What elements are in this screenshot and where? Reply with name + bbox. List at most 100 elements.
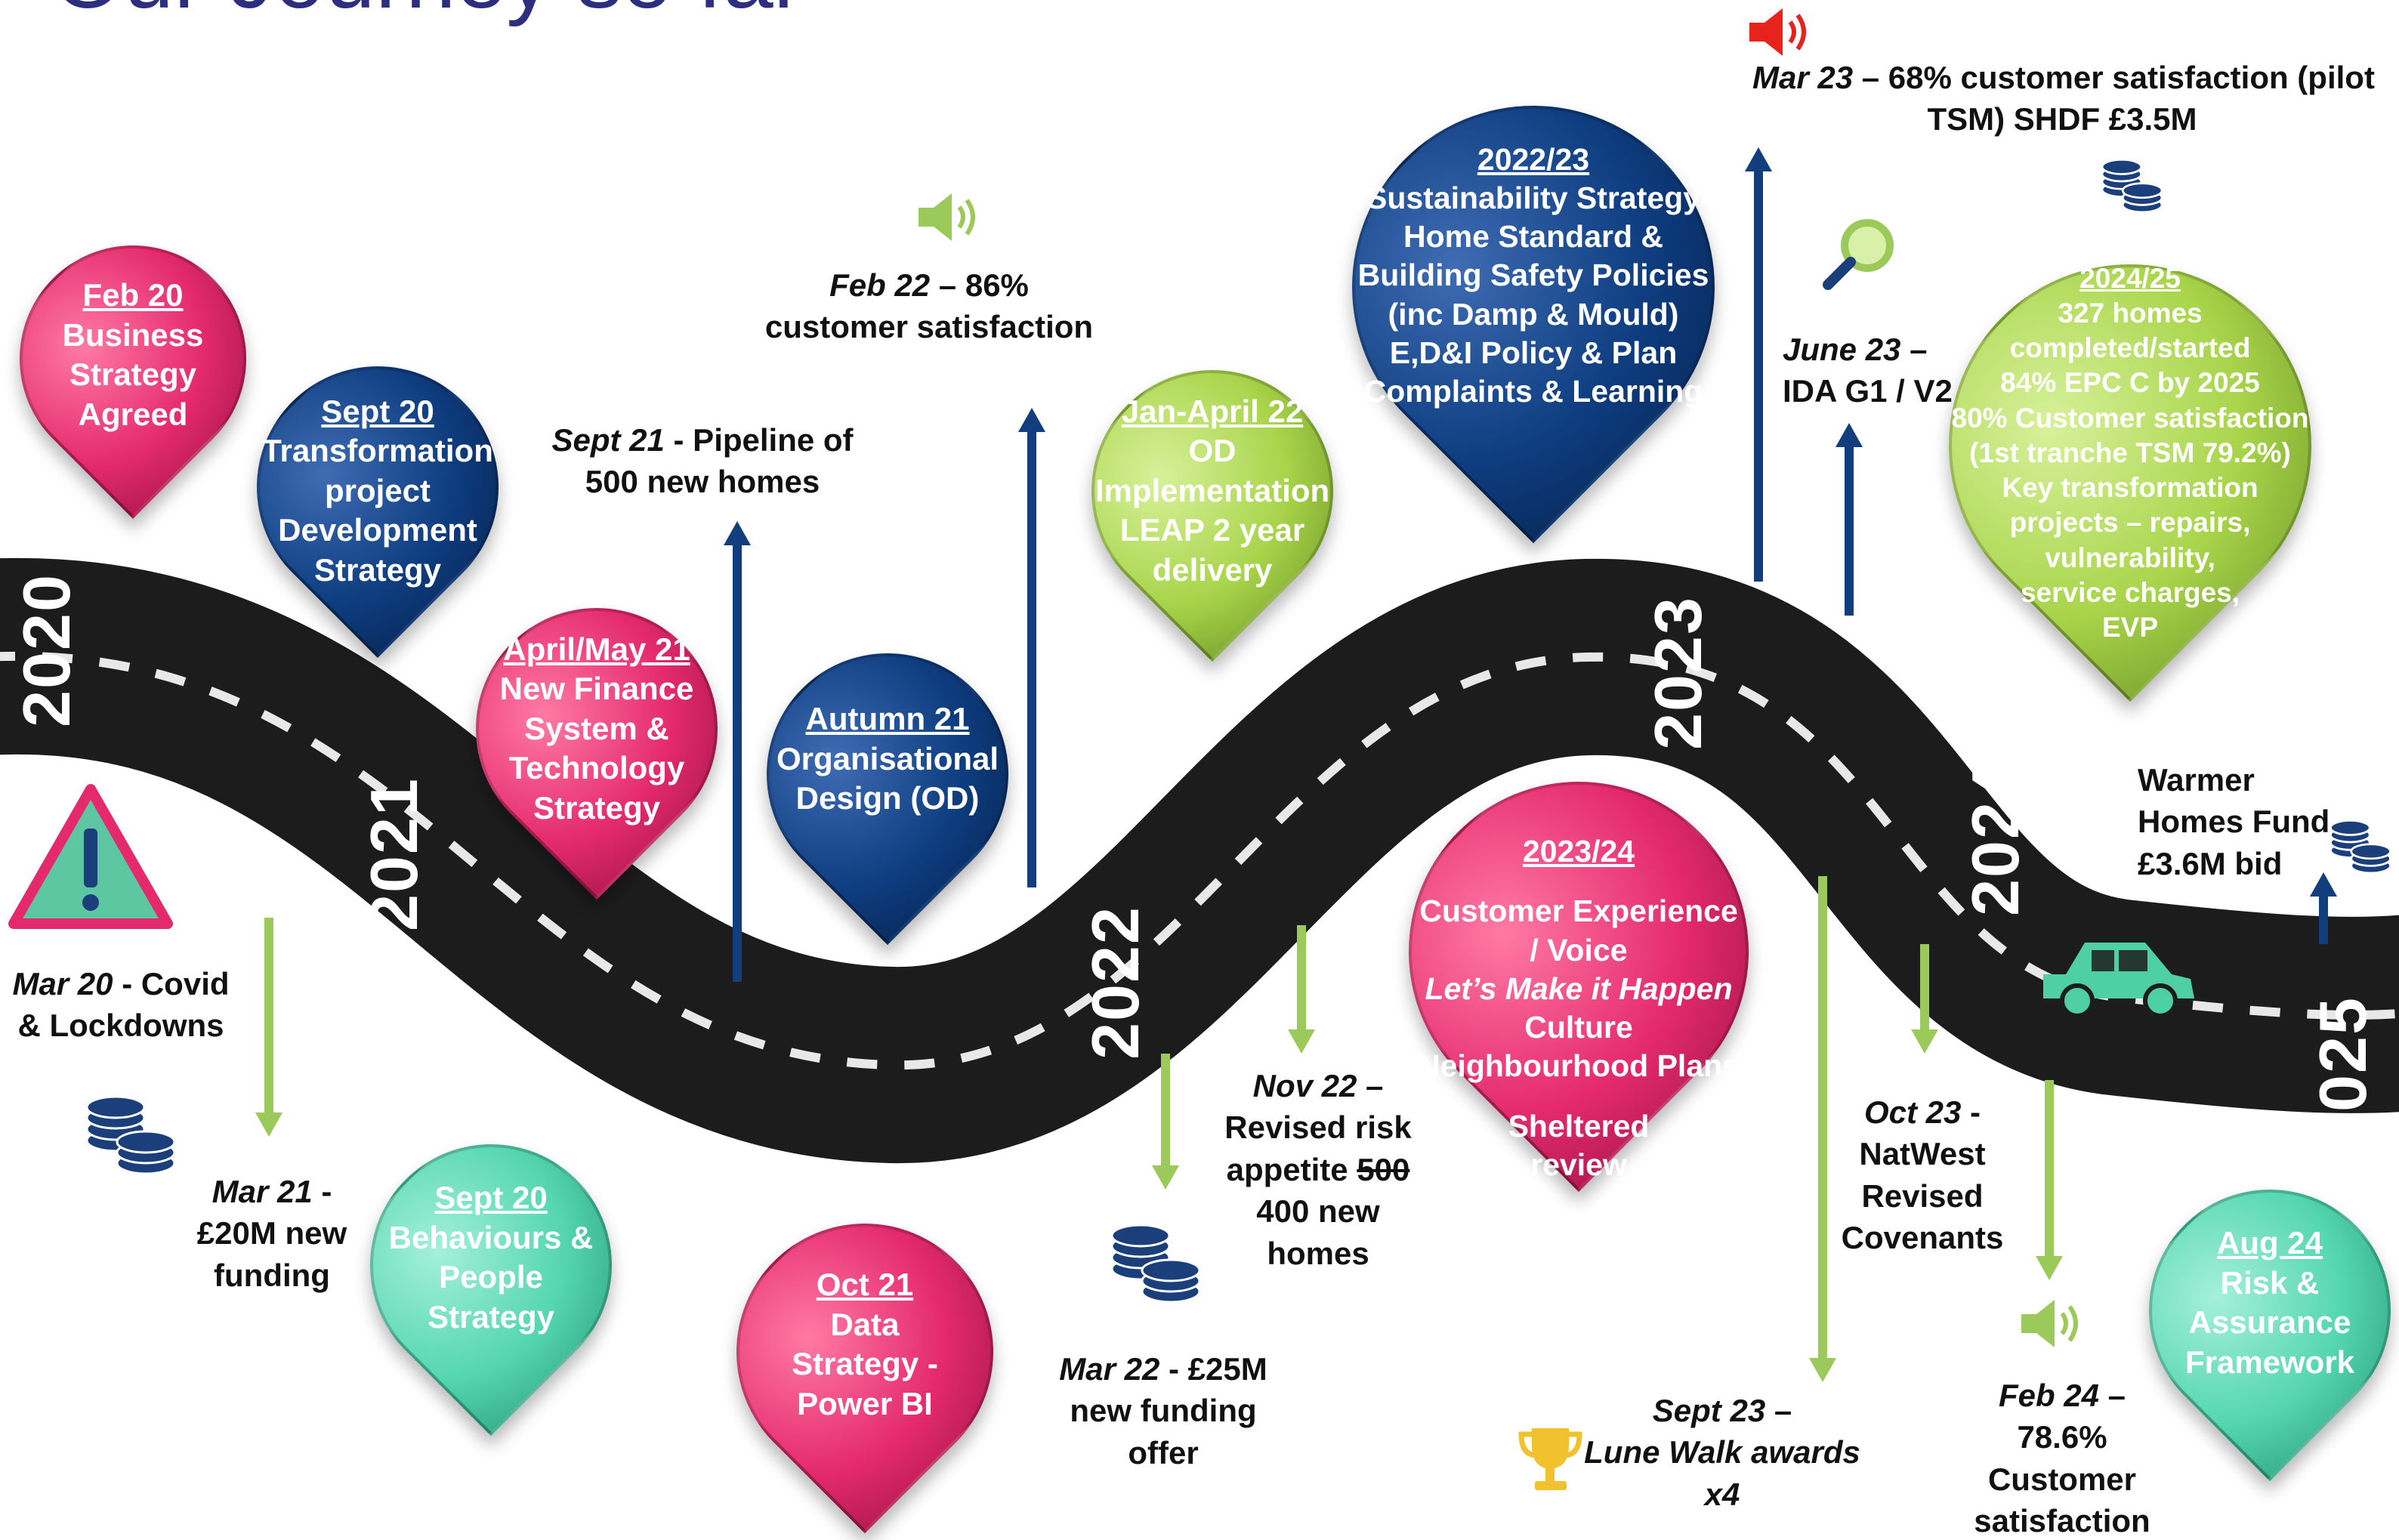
coins-icon [1110, 1224, 1201, 1304]
pin-aprilmay21-line: Technology [508, 750, 685, 786]
year-2020: 2020 [8, 573, 84, 727]
note-mar20-date: Mar 20 [12, 966, 113, 1001]
pin-2024-25-line: 327 homes [2058, 297, 2203, 329]
pin-aprilmay21-line: New Finance [499, 671, 694, 707]
note-warmer: Warmer Homes Fund £3.6M bid [2138, 759, 2334, 884]
pin-sept20-transformation-line: Development [278, 512, 477, 548]
note-sept23-line: Lune Walk awards [1584, 1434, 1860, 1471]
note-nov22-date: Nov 22 [1252, 1068, 1357, 1103]
note-mar20: Mar 20 - Covid & Lockdowns [0, 963, 242, 1047]
pin-2023-24-line [1394, 871, 1764, 892]
pin-sept20-transformation-title: Sept 20 [321, 393, 434, 429]
pin-2024-25-line: projects – repairs, [2009, 507, 2251, 539]
note-mar21-date: Mar 21 [211, 1174, 313, 1209]
pin-2023-24-title: 2023/24 [1522, 834, 1635, 869]
year-2024: 2024 [1957, 762, 2033, 916]
note-nov22-struck: 500 [1357, 1151, 1410, 1187]
note-mar22-date: Mar 22 [1059, 1351, 1160, 1387]
road-centerline [0, 651, 2399, 1070]
note-nov22-line: 400 new [1256, 1193, 1380, 1230]
pin-aprilmay21-line: Strategy [533, 789, 661, 826]
pin-2022-23-title: 2022/23 [1477, 141, 1590, 177]
note-mar23-date: Mar 23 [1752, 60, 1854, 95]
year-2025: 2025 [2305, 996, 2380, 1150]
pin-aug24-title: Aug 24 [2216, 1225, 2323, 1261]
note-oct23-line: NatWest [1859, 1136, 1986, 1172]
note-sept21-date: Sept 21 [551, 422, 665, 458]
pin-2022-23-line: (inc Damp & Mould) [1388, 296, 1679, 332]
arrows-down [255, 876, 2063, 1382]
note-june23-text: – [1900, 332, 1928, 367]
pin-2024-25-line: completed/started [2009, 332, 2251, 364]
magnifier-icon [1823, 219, 1894, 290]
pin-oct21-line: Data [830, 1306, 900, 1342]
note-june23: June 23 – IDA G1 / V2 [1783, 329, 1964, 412]
note-feb24-date: Feb 24 [1998, 1378, 2100, 1413]
car-icon [2043, 943, 2194, 1018]
note-mar21-line: funding [214, 1257, 330, 1293]
pin-feb20-line: Agreed [78, 396, 188, 432]
note-mar22-line: offer [1128, 1434, 1199, 1471]
pin-janapril22-line: Implementation [1095, 472, 1330, 508]
pin-2022-23-line: Complaints & Learning [1363, 374, 1703, 409]
note-nov22-line: appetite [1226, 1151, 1357, 1187]
coins-icon [2330, 819, 2391, 875]
note-mar20-line: & Lockdowns [17, 1008, 224, 1044]
note-sept23: Sept 23 – Lune Walk awards x4 [1556, 1390, 1888, 1515]
note-oct23-text: - [1961, 1094, 1981, 1130]
pin-aprilmay21-line: System & [524, 710, 669, 746]
arrows-up [724, 147, 2337, 982]
note-sept23-text: – [1765, 1393, 1792, 1428]
speaker-icon [919, 193, 975, 241]
year-2023: 2023 [1640, 596, 1715, 750]
speaker-icon [2021, 1300, 2078, 1347]
warning-icon [8, 784, 173, 929]
pin-janapril22-line: delivery [1152, 551, 1273, 588]
pin-sept20-behaviours-title: Sept 20 [434, 1180, 548, 1215]
pin-feb20-title: Feb 20 [82, 277, 184, 313]
pin-sept20-transformation-line: Strategy [313, 551, 442, 588]
note-nov22: Nov 22 – Revised risk appetite 500 400 n… [1186, 1065, 1450, 1274]
note-mar21-line: £20M new [196, 1215, 347, 1251]
pin-sept20-behaviours-line: People [439, 1259, 543, 1295]
pin-aprilmay21-title: April/May 21 [503, 631, 690, 667]
pin-janapril22-line: OD [1188, 433, 1237, 469]
page-title: Our Journey so far [53, 0, 804, 29]
pin-aug24-line: Risk & [2220, 1264, 2320, 1301]
note-feb22-text: – 86% [930, 267, 1029, 303]
pin-oct21-title: Oct 21 [816, 1267, 914, 1302]
pin-sept20-behaviours-line: Behaviours & [388, 1219, 594, 1255]
pin-sept20-transformation-line: project [324, 472, 431, 508]
year-2022: 2022 [1077, 906, 1153, 1060]
note-sept23-date: Sept 23 [1652, 1393, 1766, 1428]
pin-2022-23-line: Home Standard & [1403, 219, 1663, 255]
note-nov22-line: homes [1267, 1235, 1369, 1271]
coins-icon [85, 1095, 176, 1175]
pin-2022-23-line: E,D&I Policy & Plan [1389, 335, 1678, 370]
note-warmer-line: £3.6M bid [2138, 845, 2283, 881]
pin-sept20-behaviours-line: Strategy [427, 1298, 555, 1335]
pin-2022-23-line: Sustainability Strategy [1366, 180, 1700, 215]
note-mar23: Mar 23 – 68% customer satisfaction (pilo… [1752, 57, 2375, 140]
pin-2023-24-line: review [1530, 1147, 1627, 1182]
note-mar23-line: TSM) SHDF £3.5M [1927, 101, 2197, 137]
pin-autumn21-title: Autumn 21 [805, 701, 970, 737]
pin-aug24-line: Assurance [2188, 1304, 2351, 1340]
pin-autumn21-line: Organisational [776, 740, 999, 776]
pin-2024-25-line: Key transformation [2002, 472, 2259, 504]
pin-2023-24-line: Neighbourhood Plans [1418, 1048, 1740, 1084]
note-feb24-text: – [2099, 1378, 2126, 1413]
pin-2022-23-line: Building Safety Policies [1357, 258, 1709, 293]
note-feb22-line: customer satisfaction [764, 309, 1094, 345]
note-sept21-text: - Pipeline of [664, 422, 854, 458]
note-warmer-line: Homes Fund [2138, 804, 2330, 840]
pin-sept20-transformation-line: Transformation [262, 433, 493, 469]
pin-autumn21-line: Design (OD) [795, 780, 980, 816]
pin-2023-24-line: / Voice [1530, 932, 1628, 968]
note-mar22: Mar 22 - £25M new funding offer [1027, 1348, 1299, 1474]
note-oct23-line: Covenants [1841, 1220, 2004, 1256]
note-feb24-line: Customer [1987, 1461, 2137, 1497]
pin-feb20-line: Business [62, 316, 204, 353]
note-june23-date: June 23 [1783, 332, 1901, 367]
